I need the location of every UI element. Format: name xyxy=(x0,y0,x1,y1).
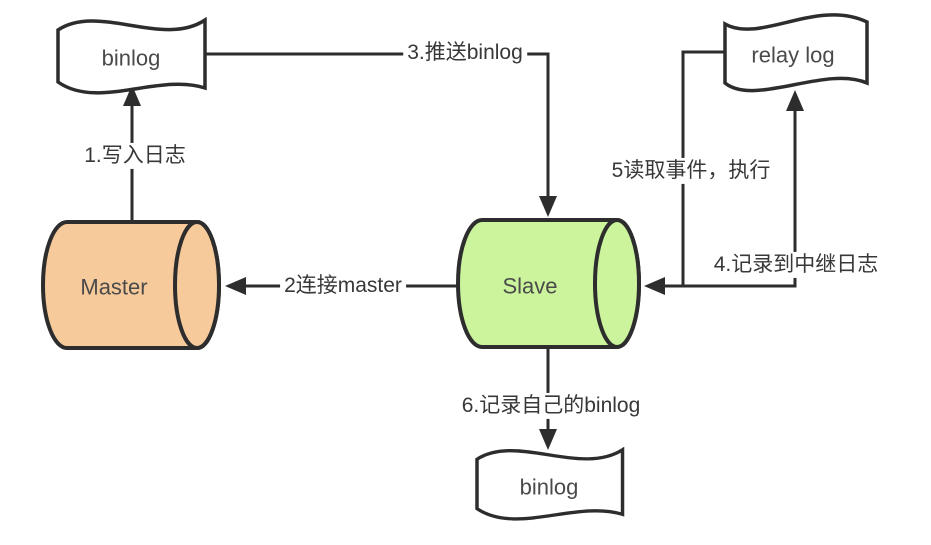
node-slave-cylinder xyxy=(456,218,641,349)
edge-push-binlog-arrow xyxy=(205,52,557,217)
node-binlog-top-document xyxy=(56,16,207,95)
arrowhead-down-icon xyxy=(539,196,557,217)
edge-label-read-events: 5读取事件，执行 xyxy=(607,157,775,185)
relay-log-label: relay log xyxy=(751,42,835,68)
edge-label-write-log: 1.写入日志 xyxy=(80,142,190,170)
arrowhead-down-icon xyxy=(539,429,557,450)
arrowhead-up-icon xyxy=(123,85,141,106)
arrowhead-up-icon xyxy=(786,90,804,111)
slave-cylinder-cap xyxy=(593,218,641,349)
node-master-cylinder xyxy=(41,220,221,350)
node-binlog-bottom-document xyxy=(475,446,625,521)
slave-label: Slave xyxy=(502,273,558,299)
master-cylinder-cap xyxy=(173,220,221,350)
node-relay-log-document xyxy=(723,13,869,93)
binlog-bottom-label: binlog xyxy=(519,474,579,500)
edge-read-events-line xyxy=(681,50,725,286)
edge-label-own-binlog: 6.记录自己的binlog xyxy=(457,392,645,420)
arrowhead-left-icon xyxy=(225,277,246,295)
edge-record-relay-arrow xyxy=(644,90,804,295)
edge-label-push-binlog: 3.推送binlog xyxy=(403,39,527,67)
edge-label-record-relay: 4.记录到中继日志 xyxy=(709,251,883,279)
master-label: Master xyxy=(80,274,148,300)
arrowhead-left-icon xyxy=(644,277,665,295)
edge-label-connect-master: 2连接master xyxy=(280,272,406,300)
binlog-top-label: binlog xyxy=(101,45,161,71)
